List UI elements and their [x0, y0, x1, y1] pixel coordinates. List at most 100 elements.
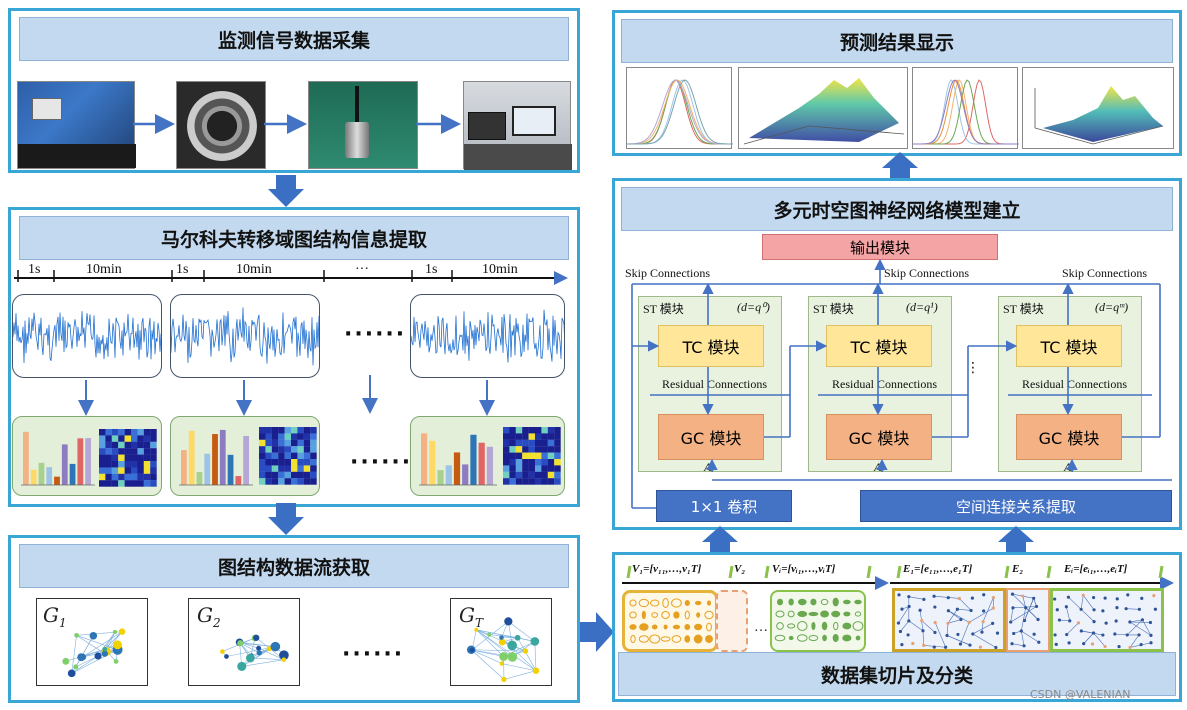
edge-slice-i — [1050, 588, 1164, 652]
sensor-photo — [308, 81, 418, 169]
pdf-curves-1-plot — [626, 79, 733, 145]
gc-module-2: GC 模块 — [826, 414, 932, 460]
signal-window-3 — [410, 294, 565, 378]
vertex-slice-2 — [716, 590, 748, 652]
signal-window-1 — [12, 294, 162, 378]
conv-1x1-block: 1×1 卷积 — [656, 490, 792, 522]
surface-3d-1-plot — [743, 78, 905, 145]
feature-ellipsis: ······ — [350, 450, 413, 475]
edge-slice-i-network — [1053, 593, 1157, 650]
residual-label-2: Residual Connections — [832, 377, 937, 391]
timeline-label-10min-a: 10min — [86, 262, 122, 277]
sensor-body — [345, 122, 369, 158]
laptop-screen — [512, 106, 556, 136]
residual-label-m: Residual Connections — [1022, 377, 1127, 391]
right-arrow-to-dataset — [580, 612, 614, 652]
gc-module-1: GC 模块 — [658, 414, 764, 460]
signal-ellipsis: ······ — [344, 322, 407, 347]
spatial-extraction-block: 空间连接关系提取 — [860, 490, 1172, 522]
markov-title: 马尔科夫转移域图结构信息提取 — [19, 216, 569, 260]
tc-module-2: TC 模块 — [826, 325, 932, 367]
acquisition-panel: 监测信号数据采集 — [8, 8, 580, 173]
graph-g2-network — [220, 634, 289, 671]
motor-nameplate — [32, 98, 62, 120]
graph-g1-network — [62, 628, 126, 678]
vertex-slice-i-label: Vᵢ=[vᵢ₁,…,vᵢT] — [772, 563, 836, 575]
st-label-2: ST 模块 — [813, 302, 854, 316]
graph-g1-label: G1 — [43, 603, 67, 630]
bearing-ring — [187, 91, 257, 161]
pdf-curves-1 — [626, 67, 733, 149]
vertex-slice-1-label: V₁=[v₁₁,…,v₁T] — [632, 563, 702, 575]
vertex-slice-i-dots — [774, 597, 864, 643]
mtf-feature-2 — [170, 416, 320, 496]
acquisition-title: 监测信号数据采集 — [19, 17, 569, 61]
signal-window-2 — [170, 294, 320, 378]
up-arrow-conv — [702, 526, 738, 556]
desk — [464, 144, 572, 170]
graph-gT: GT — [450, 598, 552, 686]
heatmap-2 — [259, 427, 317, 485]
signal-waveform-1 — [13, 311, 161, 364]
model-title: 多元时空图神经网络模型建立 — [621, 187, 1173, 231]
skip-label-m: Skip Connections — [1062, 266, 1148, 280]
bar-chart-1 — [21, 431, 95, 486]
residual-label-1: Residual Connections — [662, 377, 767, 391]
surface-3d-1 — [738, 67, 908, 149]
graph-g2-label: G2 — [197, 603, 221, 630]
signal-waveform-3 — [411, 309, 564, 363]
sensor-cable — [355, 86, 359, 126]
vertex-slice-1 — [622, 590, 718, 652]
heatmap-3 — [503, 427, 561, 485]
bearing-photo — [176, 81, 266, 169]
surface-3d-2-plot — [1034, 86, 1164, 145]
edge-slice-1-label: E₁=[e₁₁,…,e₁T] — [903, 563, 973, 575]
graph-ellipsis: ······ — [342, 642, 405, 667]
daq-device — [468, 112, 506, 140]
timeline-label-1s-a: 1s — [28, 262, 41, 277]
heatmap-1 — [99, 429, 157, 487]
edge-slice-2 — [1006, 588, 1050, 652]
st-dilation-2: (d=q¹) — [906, 300, 938, 314]
gc-module-m: GC 模块 — [1016, 414, 1122, 460]
down-arrow-1 — [268, 175, 304, 207]
timeline-axis — [14, 270, 568, 285]
edge-slice-1-network — [896, 593, 1000, 650]
motor-base — [18, 144, 136, 168]
output-module: 输出模块 — [762, 234, 998, 260]
motor-photo — [17, 81, 136, 169]
pdf-curves-2 — [912, 67, 1019, 149]
edge-slice-2-network — [1009, 592, 1041, 648]
st-dilation-1: (d=q⁰) — [737, 300, 770, 314]
graph-g1: G1 — [36, 598, 148, 686]
edge-slice-1 — [892, 588, 1006, 652]
adjacency-label-1: Aᵥ — [704, 460, 715, 474]
tc-module-m: TC 模块 — [1016, 325, 1122, 367]
edge-slice-i-label: Eᵢ=[eᵢ₁,…,eᵢT] — [1064, 563, 1128, 575]
timeline-label-10min-c: 10min — [482, 262, 518, 277]
up-arrow-spatial — [998, 526, 1034, 556]
watermark: CSDN @VALENIAN — [1030, 688, 1131, 701]
up-arrow-to-prediction — [882, 152, 918, 182]
dataset-title: 数据集切片及分类 — [618, 652, 1176, 696]
graphflow-title: 图结构数据流获取 — [19, 544, 569, 588]
vertex-slice-2-label: V₂ — [734, 563, 746, 575]
st-dilation-m: (d=qᵐ) — [1095, 300, 1129, 314]
st-label-1: ST 模块 — [643, 302, 684, 316]
skip-label-2: Skip Connections — [884, 266, 970, 280]
vertex-slice-ellipsis: … — [754, 620, 768, 635]
mtf-feature-1 — [12, 416, 162, 496]
graph-gT-network — [466, 617, 540, 682]
surface-3d-2 — [1022, 67, 1174, 149]
bar-chart-3 — [419, 433, 497, 486]
pdf-curves-2-plot — [913, 79, 1019, 145]
prediction-title: 预测结果显示 — [621, 19, 1173, 63]
graph-g2: G2 — [188, 598, 300, 686]
timeline-label-10min-b: 10min — [236, 262, 272, 277]
down-arrow-2 — [268, 503, 304, 535]
graph-gT-label: GT — [459, 603, 483, 630]
adjacency-label-m: Aᵥ — [1064, 460, 1075, 474]
signal-waveform-2 — [171, 307, 319, 366]
skip-label-1: Skip Connections — [625, 266, 711, 280]
vertex-slice-i — [770, 590, 866, 652]
